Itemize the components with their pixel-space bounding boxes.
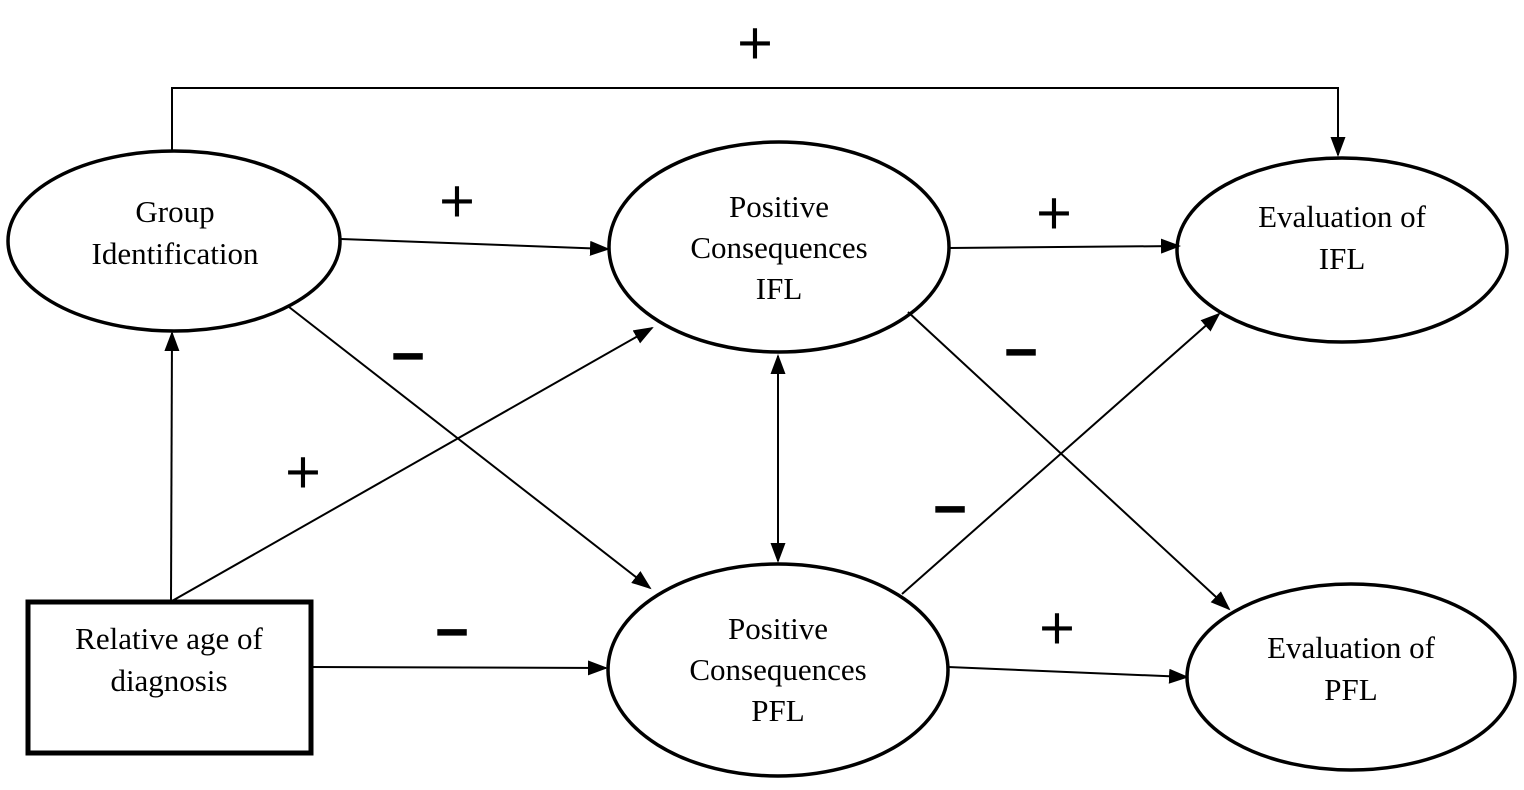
- edge-positive-consequences-ifl-to-evaluation-pfl: [907, 311, 1231, 611]
- node-relative-age-of-diagnosis: [25, 599, 314, 756]
- label-group-identification-line1: Group: [135, 194, 214, 229]
- sign-positive-consequences-pfl-to-evaluation-ifl: −: [933, 477, 966, 542]
- label-positive-consequences-pfl-line2: Consequences: [689, 652, 866, 687]
- node-positive-consequences-pfl: [606, 562, 950, 778]
- label-positive-consequences-ifl-line1: Positive: [729, 189, 829, 224]
- label-group-identification-line2: Identification: [92, 236, 259, 271]
- sign-positive-consequences-ifl-to-evaluation-ifl: +: [1037, 180, 1072, 248]
- sign-positive-consequences-ifl-to-evaluation-pfl: −: [1004, 320, 1037, 385]
- edge-group-identification-to-positive-consequences-ifl: [340, 238, 610, 256]
- edge-positive-consequences-pfl-to-evaluation-ifl: [901, 312, 1221, 595]
- label-evaluation-ifl-line1: Evaluation of: [1258, 199, 1427, 234]
- sign-relative-age-to-positive-consequences-ifl: +: [286, 439, 321, 507]
- edge-positive-consequences-ifl-to-evaluation-ifl: [948, 238, 1181, 254]
- sign-group-identification-to-positive-consequences-pfl: −: [391, 324, 424, 389]
- edge-group-identification-to-evaluation-ifl: [171, 87, 1346, 157]
- label-positive-consequences-ifl-line2: Consequences: [690, 230, 867, 265]
- edge-positive-consequences-pfl-to-evaluation-pfl: [947, 666, 1189, 684]
- edge-relative-age-to-positive-consequences-ifl: [171, 327, 654, 602]
- label-positive-consequences-ifl-line3: IFL: [756, 271, 803, 306]
- label-positive-consequences-pfl-line1: Positive: [728, 611, 828, 646]
- sign-group-identification-to-evaluation-ifl: +: [738, 10, 773, 78]
- label-evaluation-pfl-line2: PFL: [1324, 672, 1377, 707]
- edge-relative-age-to-group-identification: [164, 331, 180, 602]
- label-positive-consequences-pfl-line3: PFL: [751, 693, 804, 728]
- edge-group-identification-to-positive-consequences-pfl: [288, 306, 652, 590]
- label-relative-age-line1: Relative age of: [75, 621, 263, 656]
- sign-positive-consequences-pfl-to-evaluation-pfl: +: [1040, 595, 1075, 663]
- node-group-identification: [6, 149, 342, 333]
- edge-relative-age-to-positive-consequences-pfl: [309, 660, 608, 676]
- label-evaluation-ifl-line2: IFL: [1319, 241, 1366, 276]
- sign-relative-age-to-positive-consequences-pfl: −: [435, 600, 468, 665]
- sign-group-identification-to-positive-consequences-ifl: +: [440, 168, 475, 236]
- label-relative-age-line2: diagnosis: [110, 663, 227, 698]
- label-evaluation-pfl-line1: Evaluation of: [1267, 630, 1436, 665]
